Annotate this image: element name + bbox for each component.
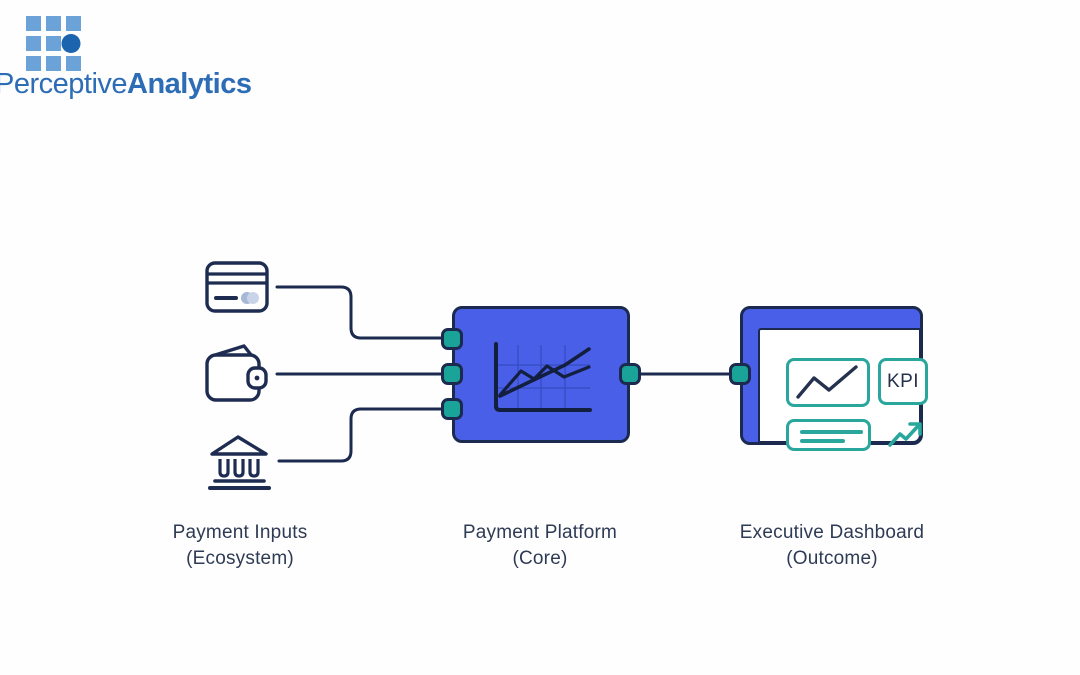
- trend-up-icon: [888, 422, 922, 447]
- kpi-label: KPI: [886, 370, 920, 392]
- connector-card-to-platform: [275, 285, 448, 340]
- bank-icon: [208, 435, 271, 490]
- text-line: [800, 439, 845, 443]
- logo-word-perceptive: Perceptive: [0, 68, 128, 100]
- text-line: [800, 430, 863, 434]
- port-input-2: [441, 363, 463, 385]
- zigzag-chart-icon: [796, 365, 858, 399]
- executive-dashboard-node: KPI: [729, 306, 928, 451]
- label-payment-inputs: Payment Inputs (Ecosystem): [100, 520, 380, 572]
- credit-card-icon: [205, 261, 269, 313]
- label-title: Executive Dashboard: [739, 522, 925, 543]
- wallet-icon: [205, 344, 268, 402]
- kpi-badge: KPI: [878, 358, 928, 405]
- label-subtitle: (Ecosystem): [186, 548, 294, 569]
- logo-circle: [61, 34, 81, 53]
- port-dashboard-input: [729, 363, 751, 385]
- line-chart-icon: [494, 342, 592, 412]
- connector-bank-to-platform: [277, 407, 448, 463]
- label-subtitle: (Outcome): [786, 548, 878, 569]
- label-payment-platform: Payment Platform (Core): [400, 520, 680, 572]
- label-title: Payment Platform: [462, 522, 618, 543]
- dashboard-content-area: KPI: [758, 328, 928, 451]
- logo-grid-mark-icon: [26, 16, 81, 71]
- label-subtitle: (Core): [512, 548, 568, 569]
- payment-platform-node: [441, 306, 641, 443]
- label-title: Payment Inputs: [172, 522, 308, 543]
- port-input-3: [441, 398, 463, 420]
- label-executive-dashboard: Executive Dashboard (Outcome): [692, 520, 972, 572]
- dashboard-chart-widget: [786, 358, 870, 407]
- perceptive-analytics-logo: PerceptiveAnalytics: [0, 0, 300, 110]
- dashboard-text-widget: [786, 419, 871, 451]
- logo-wordmark: PerceptiveAnalytics: [0, 68, 252, 101]
- port-input-1: [441, 328, 463, 350]
- logo-word-analytics: Analytics: [127, 68, 252, 100]
- port-output: [619, 363, 641, 385]
